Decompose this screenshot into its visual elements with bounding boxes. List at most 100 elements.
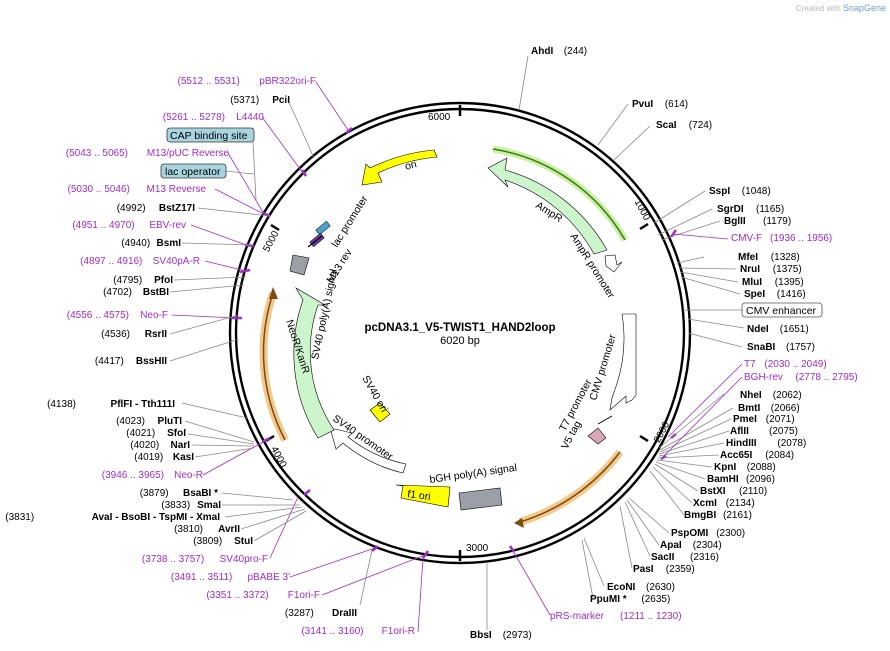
- enzyme-left-pos-13: (3833): [161, 500, 190, 511]
- sv40-ori-box: [369, 402, 391, 423]
- enzyme-label-18: KpnI: [714, 462, 736, 473]
- tick-marks: [265, 105, 649, 561]
- enzyme-label-4: SgrDI: [717, 204, 744, 215]
- enzyme-pos-13: (2066): [771, 403, 800, 414]
- snapgene-logo: SnapGene: [842, 3, 886, 13]
- primer-label-2: M13/pUC Reverse: [147, 148, 230, 159]
- primer-label-10: F1ori-F: [288, 590, 320, 601]
- primer-pos-13: (1936 .. 1956): [770, 233, 832, 244]
- enzyme-pos-21: (2134): [726, 498, 755, 509]
- primer-pos-11: (3141 .. 3160): [301, 626, 363, 637]
- cap-binding-site-box: [166, 127, 255, 143]
- primer-pos-7: (3946 .. 3965): [102, 470, 164, 481]
- primer-pos-8: (3738 .. 3757): [142, 554, 204, 565]
- lac-promoter-mark: [307, 235, 323, 248]
- enzyme-left-pos-1: (4992): [117, 203, 146, 214]
- primer-label-14: T7: [744, 359, 756, 370]
- enzyme-left-pos-8: (4023): [116, 416, 145, 427]
- primer-pos-15: (2778 .. 2795): [795, 372, 857, 383]
- tick-label-3000: 3000: [466, 543, 489, 554]
- ori-label: ori: [404, 158, 418, 173]
- enzyme-left-pos-17: (3287): [285, 608, 314, 619]
- enzyme-label-13: BmtI: [738, 403, 760, 414]
- enzyme-label-0: AhdI: [531, 46, 553, 57]
- enzyme-label-26: PasI: [633, 564, 654, 575]
- sv40-promoter-arrow: [329, 427, 407, 474]
- primer-pos-3: (5030 .. 5046): [68, 184, 130, 195]
- primer-pos-1: (5261 .. 5278): [163, 112, 225, 123]
- insert-line: [519, 451, 621, 523]
- backbone-outer: [228, 101, 692, 565]
- tick-label-2000: 2000: [652, 420, 672, 445]
- enzyme-pos-20: (2110): [739, 486, 767, 497]
- credit-prefix: Created with: [795, 4, 841, 13]
- primer-label-11: F1ori-R: [382, 626, 415, 637]
- primer-pos-2: (5043 .. 5065): [66, 148, 128, 159]
- enzyme-label-3: SspI: [709, 186, 730, 197]
- enzyme-label-28: PpuMI *: [590, 594, 627, 605]
- enzyme-left-label-2: BsmI: [157, 238, 182, 249]
- cap-binding-site-label: CAP binding site: [170, 130, 248, 142]
- enzyme-label-11: SnaBI: [747, 342, 776, 353]
- enzyme-pos-1: (614): [665, 99, 688, 110]
- enzyme-pos-4: (1165): [756, 204, 784, 215]
- enzyme-left-label-16: StuI: [234, 536, 253, 547]
- enzyme-left-label-5: RsrII: [145, 329, 167, 340]
- enzyme-left-label-14: AvaI - BsoBI - TspMI - XmaI: [92, 512, 221, 523]
- bgh-polya-label: bGH poly(A) signal: [429, 462, 518, 486]
- ori-arrow: [361, 149, 438, 186]
- left-leader-lines: [169, 99, 373, 606]
- neo-arrowhead: [269, 287, 278, 299]
- primer-pos-4: (4951 .. 4970): [72, 220, 134, 231]
- enzyme-left-label-4: BstBI: [143, 287, 169, 298]
- enzyme-pos-24: (2304): [693, 540, 722, 551]
- enzyme-left-label-12: BsaBI *: [183, 488, 218, 499]
- primer-label-7: Neo-R: [174, 470, 203, 481]
- enzyme-left-pos-16: (3809): [193, 536, 222, 547]
- enzyme-label-22: BmgBI: [684, 510, 716, 521]
- enzyme-label-10: NdeI: [747, 324, 769, 335]
- enzyme-pos-25: (2316): [690, 552, 719, 563]
- m13-rev-label: M13 rev: [324, 246, 355, 285]
- enzyme-label-29: BbsI: [470, 630, 492, 641]
- enzyme-pos-28: (2635): [641, 594, 670, 605]
- primer-pos-5: (4897 .. 4916): [80, 256, 142, 267]
- primer-pos-6: (4556 .. 4575): [67, 310, 129, 321]
- enzyme-pos-27: (2630): [646, 582, 675, 593]
- enzyme-left-label-9: SfoI: [167, 428, 186, 439]
- t7-promoter-mark: [597, 415, 613, 425]
- primer-label-1: L4440: [236, 112, 264, 123]
- enzyme-label-1: PvuI: [632, 99, 653, 110]
- enzyme-left-label-10: NarI: [171, 440, 191, 451]
- enzyme-pos-16: (2078): [777, 438, 806, 449]
- primer-label-3: M13 Reverse: [147, 184, 207, 195]
- enzyme-pos-11: (1757): [786, 342, 815, 353]
- enzyme-label-16: HindIII: [726, 438, 757, 449]
- left-enzyme-labels: PciI(5371)BstZ17I(4992)BsmI(4940)PfoI(47…: [5, 95, 357, 619]
- snapgene-credit: Created with SnapGene: [796, 3, 886, 13]
- enzyme-left-label-3: PfoI: [154, 275, 173, 286]
- enzyme-pos-8: (1395): [775, 277, 804, 288]
- enzyme-pos-14: (2071): [766, 414, 795, 425]
- enzyme-left-pos-2: (4940): [121, 238, 150, 249]
- enzyme-pos-15: (2075): [769, 426, 798, 437]
- enzyme-pos-18: (2088): [747, 462, 776, 473]
- enzyme-label-17: Acc65I: [720, 450, 752, 461]
- primer-label-5: SV40pA-R: [153, 256, 200, 267]
- enzyme-left-pos-0: (5371): [230, 95, 259, 106]
- enzyme-pos-17: (2084): [765, 450, 794, 461]
- tick-label-5000: 5000: [261, 229, 281, 254]
- enzyme-label-21: XcmI: [693, 498, 717, 509]
- enzyme-label-23: PspOMI: [671, 528, 708, 539]
- primer-labels: pBR322ori-F(5512 .. 5531)L4440(5261 .. 5…: [66, 76, 858, 637]
- primer-label-9: pBABE 3': [248, 572, 291, 583]
- primer-pos-10: (3351 .. 3372): [206, 590, 268, 601]
- primer-label-6: Neo-F: [140, 310, 168, 321]
- enzyme-label-7: NruI: [740, 264, 760, 275]
- enzyme-pos-6: (1328): [771, 252, 800, 263]
- enzyme-label-14: PmeI: [733, 414, 757, 425]
- enzyme-pos-9: (1416): [777, 289, 806, 300]
- enzyme-pos-10: (1651): [780, 324, 809, 335]
- enzyme-label-9: SpeI: [744, 289, 765, 300]
- primer-label-15: BGH-rev: [744, 372, 783, 383]
